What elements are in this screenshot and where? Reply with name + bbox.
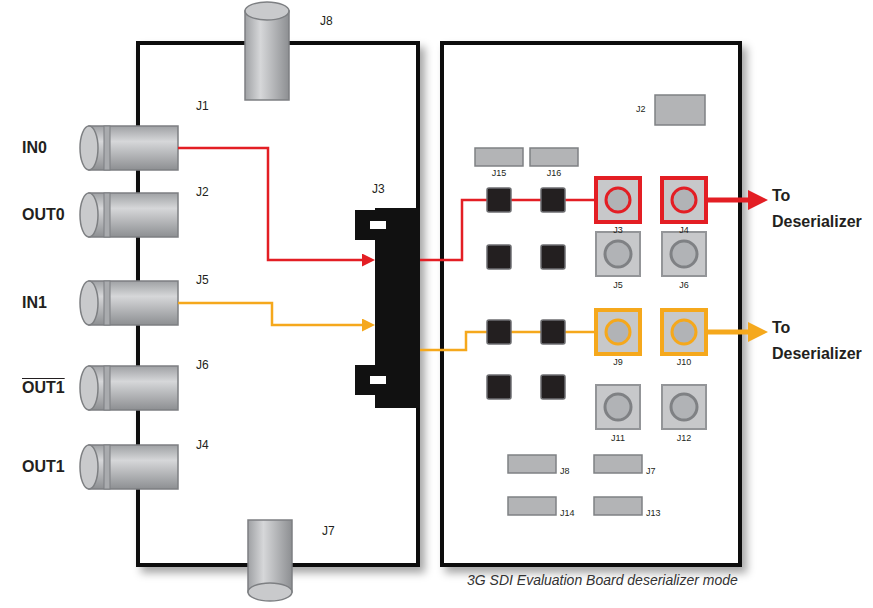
destination-text: To Deserializer <box>768 315 868 367</box>
bnc-connector <box>80 281 178 325</box>
connector-ref: J8 <box>320 14 333 28</box>
bnc-connector <box>80 366 178 410</box>
jumper-ref: J15 <box>475 168 523 179</box>
signal-wire <box>178 148 369 260</box>
yellow-pad: J10 <box>662 310 706 354</box>
connector-ref: J4 <box>196 438 209 452</box>
pad-ref: J10 <box>662 357 706 368</box>
destination-label: To Deserializer <box>768 183 868 235</box>
red-pad: J3 <box>596 178 640 222</box>
jumper-ref: J2 <box>636 104 646 115</box>
red-pad <box>596 178 706 222</box>
pad-ref: J6 <box>662 280 706 291</box>
pad-ref: J4 <box>662 225 706 236</box>
bnc-connector <box>80 193 178 237</box>
connector-ref: J5 <box>196 273 209 287</box>
destination-label: To Deserializer <box>768 315 868 367</box>
pad-ref: J9 <box>596 357 640 368</box>
yellow-pad <box>596 310 706 354</box>
connector-ref: J2 <box>196 185 209 199</box>
bnc-input: IN0J1 <box>80 126 178 170</box>
signal-name: OUT1 <box>22 378 65 397</box>
signal-name: OUT0 <box>22 205 65 224</box>
bnc-connector <box>245 2 289 100</box>
pad-ref: J12 <box>662 433 706 444</box>
pad-ref: J3 <box>596 225 640 236</box>
signal-name: IN1 <box>22 293 47 312</box>
jumper-header <box>475 95 705 515</box>
jumper-ref: J8 <box>560 466 570 477</box>
jumper-ref: J16 <box>530 168 578 179</box>
connector-ref: J7 <box>322 524 335 538</box>
signal-wire <box>706 198 758 203</box>
black-component <box>487 188 565 399</box>
caption: 3G SDI Evaluation Board deserializer mod… <box>467 572 738 589</box>
board-connector: J3 <box>375 208 420 408</box>
jumper-ref: J13 <box>646 508 661 519</box>
connector-ref: J3 <box>372 182 385 196</box>
connector-ref: J1 <box>196 99 209 113</box>
pad-ref: J5 <box>596 280 640 291</box>
bnc-connector <box>248 520 292 601</box>
signal-wire <box>706 330 758 335</box>
signal-name: IN0 <box>22 138 47 157</box>
jumper-ref: J14 <box>560 508 575 519</box>
yellow-pad: J9 <box>596 310 640 354</box>
connector-ref: J6 <box>196 358 209 372</box>
signal-name: OUT1 <box>22 457 65 476</box>
right-board <box>442 43 740 565</box>
red-pad: J4 <box>662 178 706 222</box>
jumper-ref: J7 <box>646 466 656 477</box>
bnc-connector <box>80 445 178 489</box>
signal-wire <box>178 303 369 325</box>
gray-pad <box>596 232 706 429</box>
destination-text: To Deserializer <box>768 183 868 235</box>
bnc-input: IN1J5 <box>80 281 178 325</box>
pad-ref: J11 <box>596 433 640 444</box>
bnc-connector <box>80 126 178 170</box>
board-connector <box>355 208 420 408</box>
